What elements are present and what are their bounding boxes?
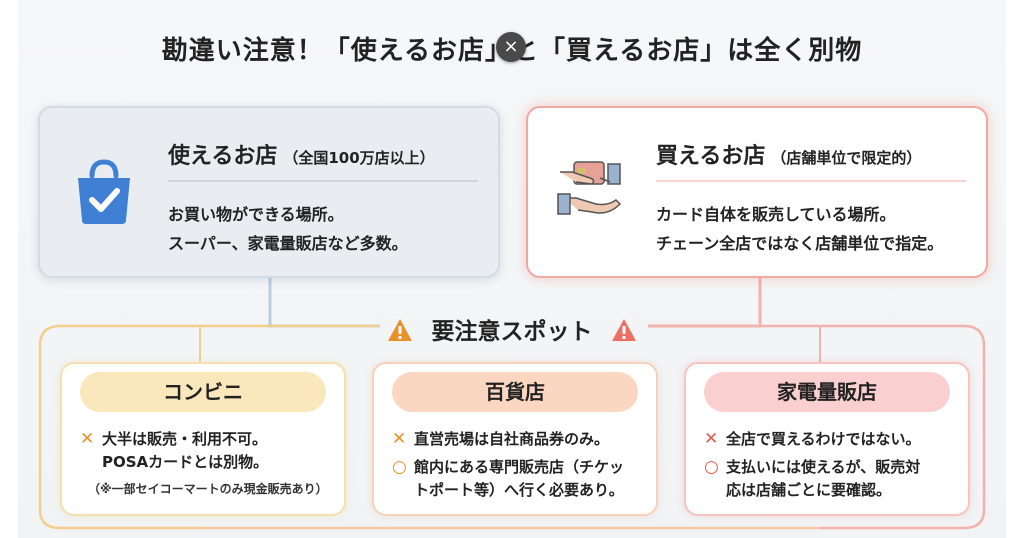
card-heading: 使えるお店（全国100万店以上） bbox=[168, 144, 435, 169]
spot-box-electronics-store: 家電量販店 ✕全店で買えるわけではない。 ○支払いには使えるが、販売対 応は店舗… bbox=[684, 362, 970, 516]
card-description: カード自体を販売している場所。 チェーン全店ではなく店舗単位で指定。 bbox=[656, 205, 944, 253]
spot-box-convenience-store: コンビニ ✕大半は販売・利用不可。 POSAカードとは別物。 （※一部セイコーマ… bbox=[60, 362, 346, 516]
connector-outline-right bbox=[648, 324, 986, 530]
caution-spots-heading: 要注意スポット bbox=[0, 312, 1024, 346]
circle-mark-icon: ○ bbox=[392, 457, 407, 477]
list-item: ○館内にある専門販売店（チケッ トポート等）へ行く必要あり。 bbox=[392, 457, 625, 499]
cross-mark-icon: ✕ bbox=[392, 429, 407, 449]
box-title: 家電量販店 bbox=[704, 372, 950, 412]
circle-mark-icon: ○ bbox=[704, 457, 719, 477]
spot-box-department-store: 百貨店 ✕直営売場は自社商品券のみ。 ○館内にある専門販売店（チケッ トポート等… bbox=[372, 362, 658, 516]
list-item: ○支払いには使えるが、販売対 応は店舗ごとに要確認。 bbox=[704, 457, 921, 499]
cross-mark-icon: ✕ bbox=[704, 429, 719, 449]
warning-triangle-icon bbox=[611, 318, 637, 342]
card-usable-stores: 使えるお店（全国100万店以上） お買い物ができる場所。 スーパー、家電量販店な… bbox=[38, 106, 500, 278]
list-item: ✕直営売場は自社商品券のみ。 bbox=[392, 429, 610, 449]
box-title: コンビニ bbox=[80, 372, 326, 412]
box-title: 百貨店 bbox=[392, 372, 638, 412]
connector-outline-left bbox=[38, 324, 380, 530]
shopping-bag-check-icon bbox=[68, 154, 140, 226]
close-button[interactable]: × bbox=[496, 32, 526, 62]
card-heading: 買えるお店（店舗単位で限定的） bbox=[656, 144, 922, 169]
hand-card-handover-icon bbox=[556, 154, 628, 226]
list-item: ✕全店で買えるわけではない。 bbox=[704, 429, 921, 449]
warning-triangle-icon bbox=[387, 318, 413, 342]
list-item: ✕大半は販売・利用不可。 POSAカードとは別物。 bbox=[80, 429, 269, 471]
divider bbox=[168, 180, 478, 182]
card-purchasable-stores: 買えるお店（店舗単位で限定的） カード自体を販売している場所。 チェーン全店では… bbox=[526, 106, 988, 278]
cross-mark-icon: ✕ bbox=[80, 429, 95, 449]
footnote: （※一部セイコーマートのみ現金販売あり） bbox=[88, 482, 328, 496]
divider bbox=[656, 180, 966, 182]
card-description: お買い物ができる場所。 スーパー、家電量販店など多数。 bbox=[168, 205, 408, 253]
